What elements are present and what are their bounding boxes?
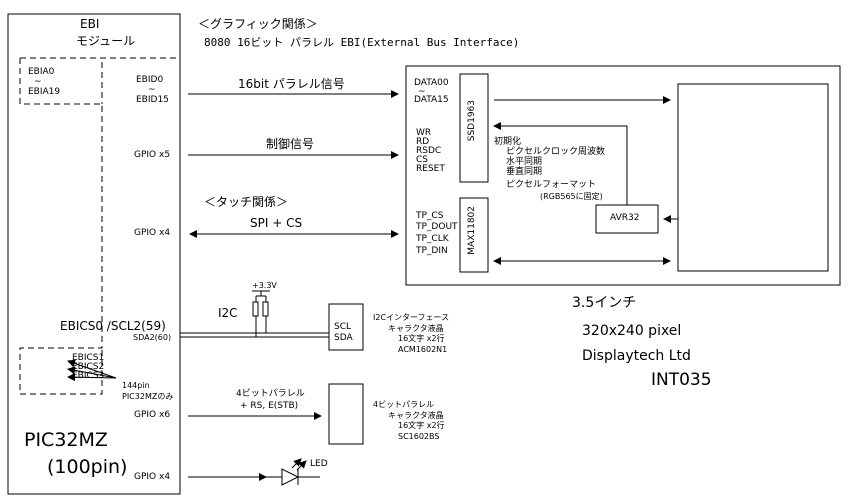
- par-lcd-line3: 16文字 x2行: [398, 421, 445, 430]
- pic32mz-only-label: PIC32MZのみ: [122, 392, 174, 401]
- gpio-x5-label: GPIO x5: [134, 150, 171, 160]
- gpio-x4-touch-label: GPIO x4: [134, 228, 171, 238]
- ebics1-label: EBICS1: [72, 353, 105, 363]
- display-size: 3.5インチ: [572, 295, 637, 311]
- ebia0-label: EBIA0: [28, 67, 55, 77]
- i2c-lcd-line1: I2Cインターフェース: [373, 313, 450, 322]
- display-module-box: [405, 65, 841, 286]
- i2c-lcd-line3: 16文字 x2行: [398, 334, 445, 343]
- par-lcd-line2: キャラクタ液晶: [388, 411, 444, 420]
- max11802-label: MAX11802: [467, 206, 477, 255]
- graphics-desc: 8080 16ビット パラレル EBI(External Bus Interfa…: [204, 36, 520, 49]
- mcu-box: [7, 13, 181, 495]
- scl-label: SCL: [334, 322, 352, 332]
- ebics0-scl2-label: EBICS0 /SCL2(59): [60, 319, 166, 333]
- sda-label: SDA: [334, 333, 353, 343]
- i2c-lcd-line4: ACM1602N1: [398, 345, 448, 354]
- init-item-3: ピクセルフォーマット: [506, 180, 597, 190]
- tilde-data: ~: [418, 87, 426, 97]
- init-item-1: 水平同期: [506, 157, 543, 167]
- ebi-title: EBI: [80, 17, 100, 31]
- tp-din-label: TP_DIN: [416, 246, 448, 256]
- display-resolution: 320x240 pixel: [582, 323, 682, 339]
- led-label: LED: [310, 459, 328, 469]
- display-maker: Displaytech Ltd: [582, 348, 691, 364]
- display-model: INT035: [651, 370, 712, 390]
- ebid15-label: EBID15: [136, 95, 169, 105]
- i2c-lcd-box: [328, 303, 364, 351]
- tp-clk-label: TP_CLK: [416, 234, 449, 244]
- parallel-lcd-box: [328, 383, 364, 445]
- reset-label: RESET: [416, 164, 445, 174]
- tp-dout-label: TP_DOUT: [416, 222, 458, 232]
- parallel4-label-1: 4ビットパラレル: [236, 389, 305, 399]
- ebics2-label: EBICS2: [72, 362, 105, 372]
- tp-cs-label: TP_CS: [416, 211, 444, 221]
- pin144-label: 144pin: [122, 381, 150, 390]
- gpio-x6-label: GPIO x6: [134, 410, 171, 420]
- rd-label: RD: [416, 137, 430, 147]
- ssd1963-label: SSD1963: [467, 100, 477, 142]
- i2c-label: I2C: [218, 306, 238, 320]
- ebi-module-label: モジュール: [76, 34, 136, 48]
- ssd1963-box: [459, 73, 489, 183]
- rgb-note: (RGB565に固定): [540, 192, 603, 201]
- parallel16-label: 16bit パラレル信号: [238, 77, 345, 91]
- ebics3-label: EBICS3: [72, 371, 105, 381]
- ebid0-label: EBID0: [136, 75, 164, 85]
- ebi-module-outline: [19, 57, 180, 395]
- spi-label: SPI + CS: [250, 216, 303, 230]
- data00-label: DATA00: [414, 78, 449, 88]
- lcd-panel: [677, 83, 829, 272]
- avr32-label: AVR32: [610, 213, 640, 223]
- tilde-d: ~: [148, 85, 156, 95]
- cs-label: CS: [416, 155, 428, 165]
- sda2-label: SDA2(60): [133, 333, 172, 342]
- touch-heading: ＜タッチ関係＞: [204, 195, 289, 209]
- max11802-box: [459, 197, 489, 273]
- rsdc-label: RSDC: [416, 146, 442, 156]
- i2c-lcd-line2: キャラクタ液晶: [388, 324, 444, 333]
- init-label: 初期化: [494, 137, 522, 147]
- gpio-x4-led-label: GPIO x4: [134, 472, 171, 482]
- parallel4-label-2: + RS, E(STB): [240, 401, 299, 411]
- control-label: 制御信号: [266, 137, 315, 151]
- mcu-name: PIC32MZ: [24, 429, 108, 451]
- data15-label: DATA15: [414, 95, 449, 105]
- par-lcd-line1: 4ビットパラレル: [373, 400, 435, 409]
- mcu-pins: (100pin): [47, 456, 128, 478]
- par-lcd-line4: SC1602BS: [398, 432, 440, 441]
- graphics-heading: ＜グラフィック関係＞: [198, 17, 318, 31]
- init-item-2: 垂直同期: [506, 167, 543, 177]
- led-symbol: [281, 468, 300, 486]
- tilde-a: ~: [34, 77, 42, 87]
- init-item-0: ピクセルクロック周波数: [506, 147, 606, 157]
- wr-label: WR: [416, 128, 432, 138]
- vcc-label: +3.3V: [252, 281, 277, 290]
- ebia19-label: EBIA19: [28, 87, 61, 97]
